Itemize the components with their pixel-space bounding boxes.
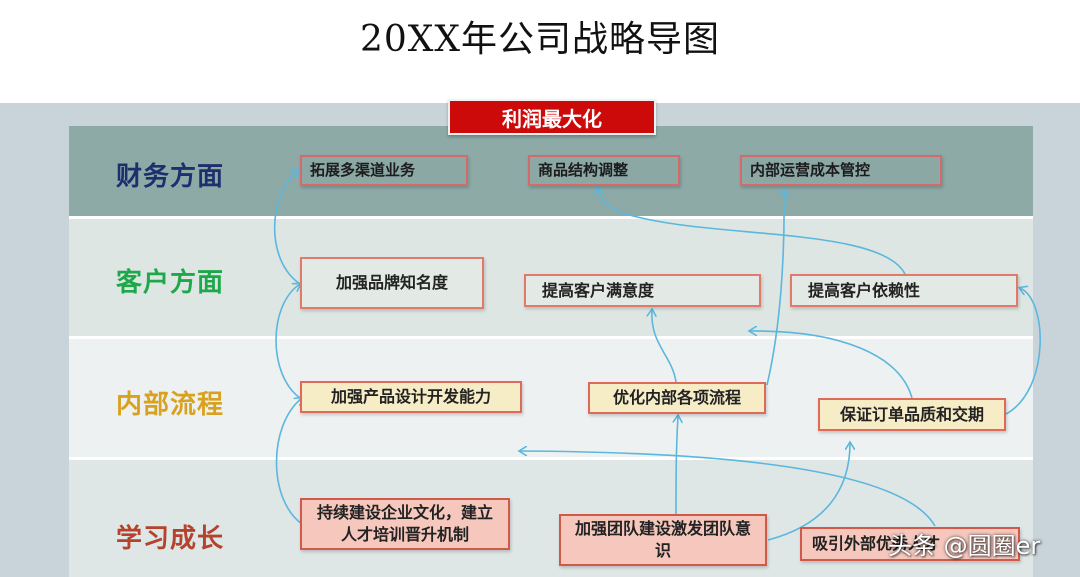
row-label-internal: 内部流程	[115, 390, 224, 420]
node-corporate-culture: 持续建设企业文化，建立人才培训晋升机制	[300, 498, 510, 550]
node-cost-control: 内部运营成本管控	[740, 155, 942, 186]
node-expand-channels: 拓展多渠道业务	[300, 155, 468, 186]
row-label-customer: 客户方面	[115, 268, 224, 298]
node-external-talent: 吸引外部优秀人才	[800, 527, 1020, 561]
node-product-structure: 商品结构调整	[528, 155, 680, 186]
node-product-design: 加强产品设计开发能力	[300, 381, 522, 413]
watermark: 头条 @圆圈er	[888, 532, 1041, 560]
node-team-building: 加强团队建设激发团队意识	[559, 514, 767, 566]
band-separator	[69, 216, 1033, 219]
page-title: 20XX年公司战略导图	[359, 19, 721, 60]
row-label-finance: 财务方面	[115, 162, 224, 192]
band-separator	[69, 336, 1033, 339]
profit-maximization-banner: 利润最大化	[448, 99, 656, 135]
row-label-learning: 学习成长	[115, 524, 224, 554]
node-quality-delivery: 保证订单品质和交期	[818, 398, 1006, 431]
node-customer-satisfaction: 提高客户满意度	[524, 274, 761, 307]
node-customer-reliance: 提高客户依赖性	[790, 274, 1018, 307]
diagram-panel	[69, 126, 1033, 577]
node-brand-awareness: 加强品牌知名度	[300, 257, 484, 309]
node-process-optimization: 优化内部各项流程	[588, 382, 766, 414]
